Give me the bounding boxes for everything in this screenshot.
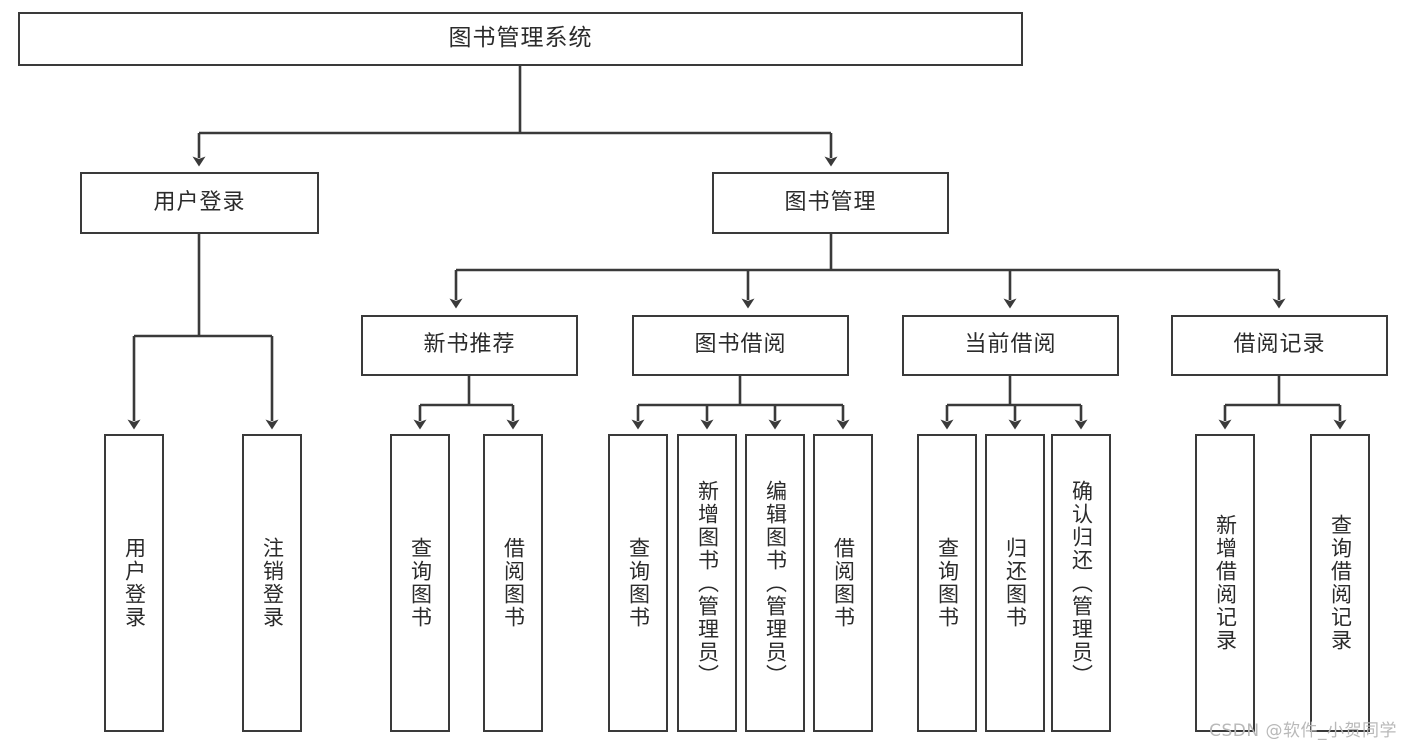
- leaf-label: 新增图书（管理员）: [695, 479, 720, 687]
- watermark: CSDN @软件_小贺同学: [1209, 721, 1397, 741]
- node-book-borrow[interactable]: 图书借阅: [632, 315, 849, 376]
- leaf-label: 新增借阅记录: [1213, 514, 1238, 652]
- leaf-query-book-current[interactable]: 查询图书: [917, 434, 977, 732]
- leaf-add-borrow-record[interactable]: 新增借阅记录: [1195, 434, 1255, 732]
- node-book-management[interactable]: 图书管理: [712, 172, 949, 234]
- leaf-label: 查询图书: [935, 537, 960, 629]
- leaf-label: 借阅图书: [831, 537, 856, 629]
- leaf-label: 用户登录: [122, 537, 147, 629]
- node-label: 借阅记录: [1233, 332, 1326, 358]
- node-root-system[interactable]: 图书管理系统: [18, 12, 1023, 66]
- leaf-user-logout[interactable]: 注销登录: [242, 434, 302, 732]
- leaf-return-book[interactable]: 归还图书: [985, 434, 1045, 732]
- leaf-label: 查询图书: [626, 537, 651, 629]
- leaf-borrow-book-recommend[interactable]: 借阅图书: [483, 434, 543, 732]
- leaf-borrow-book[interactable]: 借阅图书: [813, 434, 873, 732]
- node-new-book-recommend[interactable]: 新书推荐: [361, 315, 578, 376]
- leaf-query-book-recommend[interactable]: 查询图书: [390, 434, 450, 732]
- leaf-label: 借阅图书: [501, 537, 526, 629]
- node-label: 图书管理系统: [448, 25, 593, 52]
- leaf-user-login[interactable]: 用户登录: [104, 434, 164, 732]
- leaf-edit-book-admin[interactable]: 编辑图书（管理员）: [745, 434, 805, 732]
- node-label: 新书推荐: [423, 332, 516, 358]
- leaf-label: 归还图书: [1003, 537, 1028, 629]
- node-current-borrow[interactable]: 当前借阅: [902, 315, 1119, 376]
- node-label: 当前借阅: [964, 332, 1057, 358]
- leaf-query-borrow-record[interactable]: 查询借阅记录: [1310, 434, 1370, 732]
- leaf-query-book-borrow[interactable]: 查询图书: [608, 434, 668, 732]
- leaf-add-book-admin[interactable]: 新增图书（管理员）: [677, 434, 737, 732]
- leaf-label: 查询借阅记录: [1328, 514, 1353, 652]
- node-borrow-record[interactable]: 借阅记录: [1171, 315, 1388, 376]
- node-label: 用户登录: [153, 189, 246, 215]
- leaf-label: 确认归还（管理员）: [1069, 479, 1094, 687]
- node-user-login[interactable]: 用户登录: [80, 172, 319, 234]
- node-label: 图书借阅: [694, 332, 787, 358]
- node-label: 图书管理: [784, 189, 877, 215]
- leaf-label: 查询图书: [408, 537, 433, 629]
- leaf-confirm-return-admin[interactable]: 确认归还（管理员）: [1051, 434, 1111, 732]
- leaf-label: 注销登录: [260, 537, 285, 629]
- leaf-label: 编辑图书（管理员）: [763, 479, 788, 687]
